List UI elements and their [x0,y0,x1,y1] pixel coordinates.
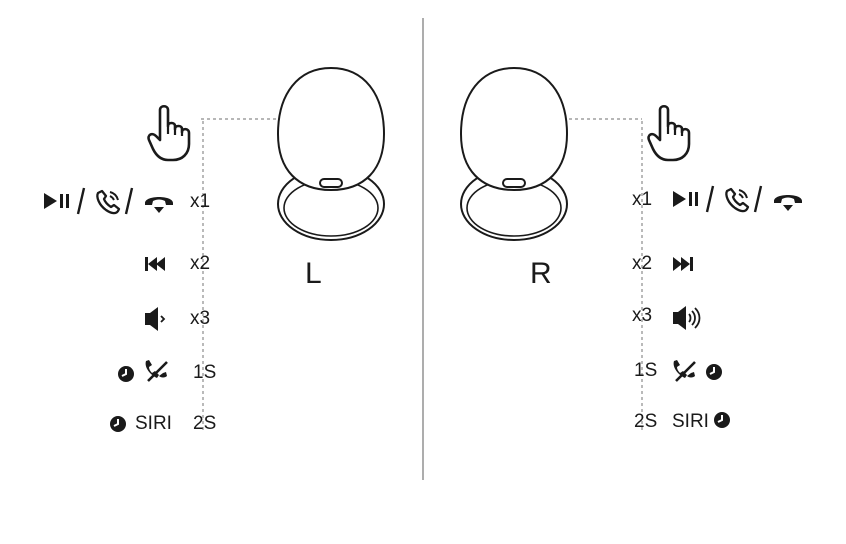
left-count-hold-2s: 2S [193,413,217,434]
left-count-single-tap: x1 [190,191,211,212]
slash-icon [705,184,715,214]
left-siri-label: SIRI [135,413,172,434]
right-count-hold-2s: 2S [634,411,658,432]
left-earbud-panel [44,67,385,433]
reject-call-icon [144,358,169,383]
right-count-triple-tap: x3 [632,305,653,326]
slash-icon [76,186,86,216]
right-count-double-tap: x2 [632,253,653,274]
volume-down-icon [144,306,165,332]
slash-icon [124,186,134,216]
right-touch-hand-icon [647,104,691,162]
answer-call-icon [96,189,121,215]
right-siri-label: SIRI [672,411,709,432]
right-side-label: R [530,257,552,290]
left-count-double-tap: x2 [190,253,211,274]
end-call-icon [774,195,802,211]
hold-clock-icon [109,415,127,433]
right-earbud-icon [460,67,568,241]
left-earbud-icon [277,67,385,241]
left-count-hold-1s: 1S [193,362,217,383]
left-side-label: L [305,257,322,290]
next-track-icon [673,257,693,271]
play-pause-icon [44,193,69,209]
left-touch-hand-icon [147,104,191,162]
left-count-triple-tap: x3 [190,308,211,329]
slash-icon [753,184,763,214]
right-count-single-tap: x1 [632,189,653,210]
reject-call-icon [672,358,697,383]
volume-up-icon [672,305,701,331]
end-call-icon [145,197,173,213]
previous-track-icon [145,257,165,271]
hold-clock-icon [713,411,731,429]
hold-clock-icon [117,365,135,383]
hold-clock-icon [705,363,723,381]
play-pause-icon [673,191,698,207]
answer-call-icon [725,187,750,213]
right-earbud-panel [460,67,802,432]
right-count-hold-1s: 1S [634,360,658,381]
